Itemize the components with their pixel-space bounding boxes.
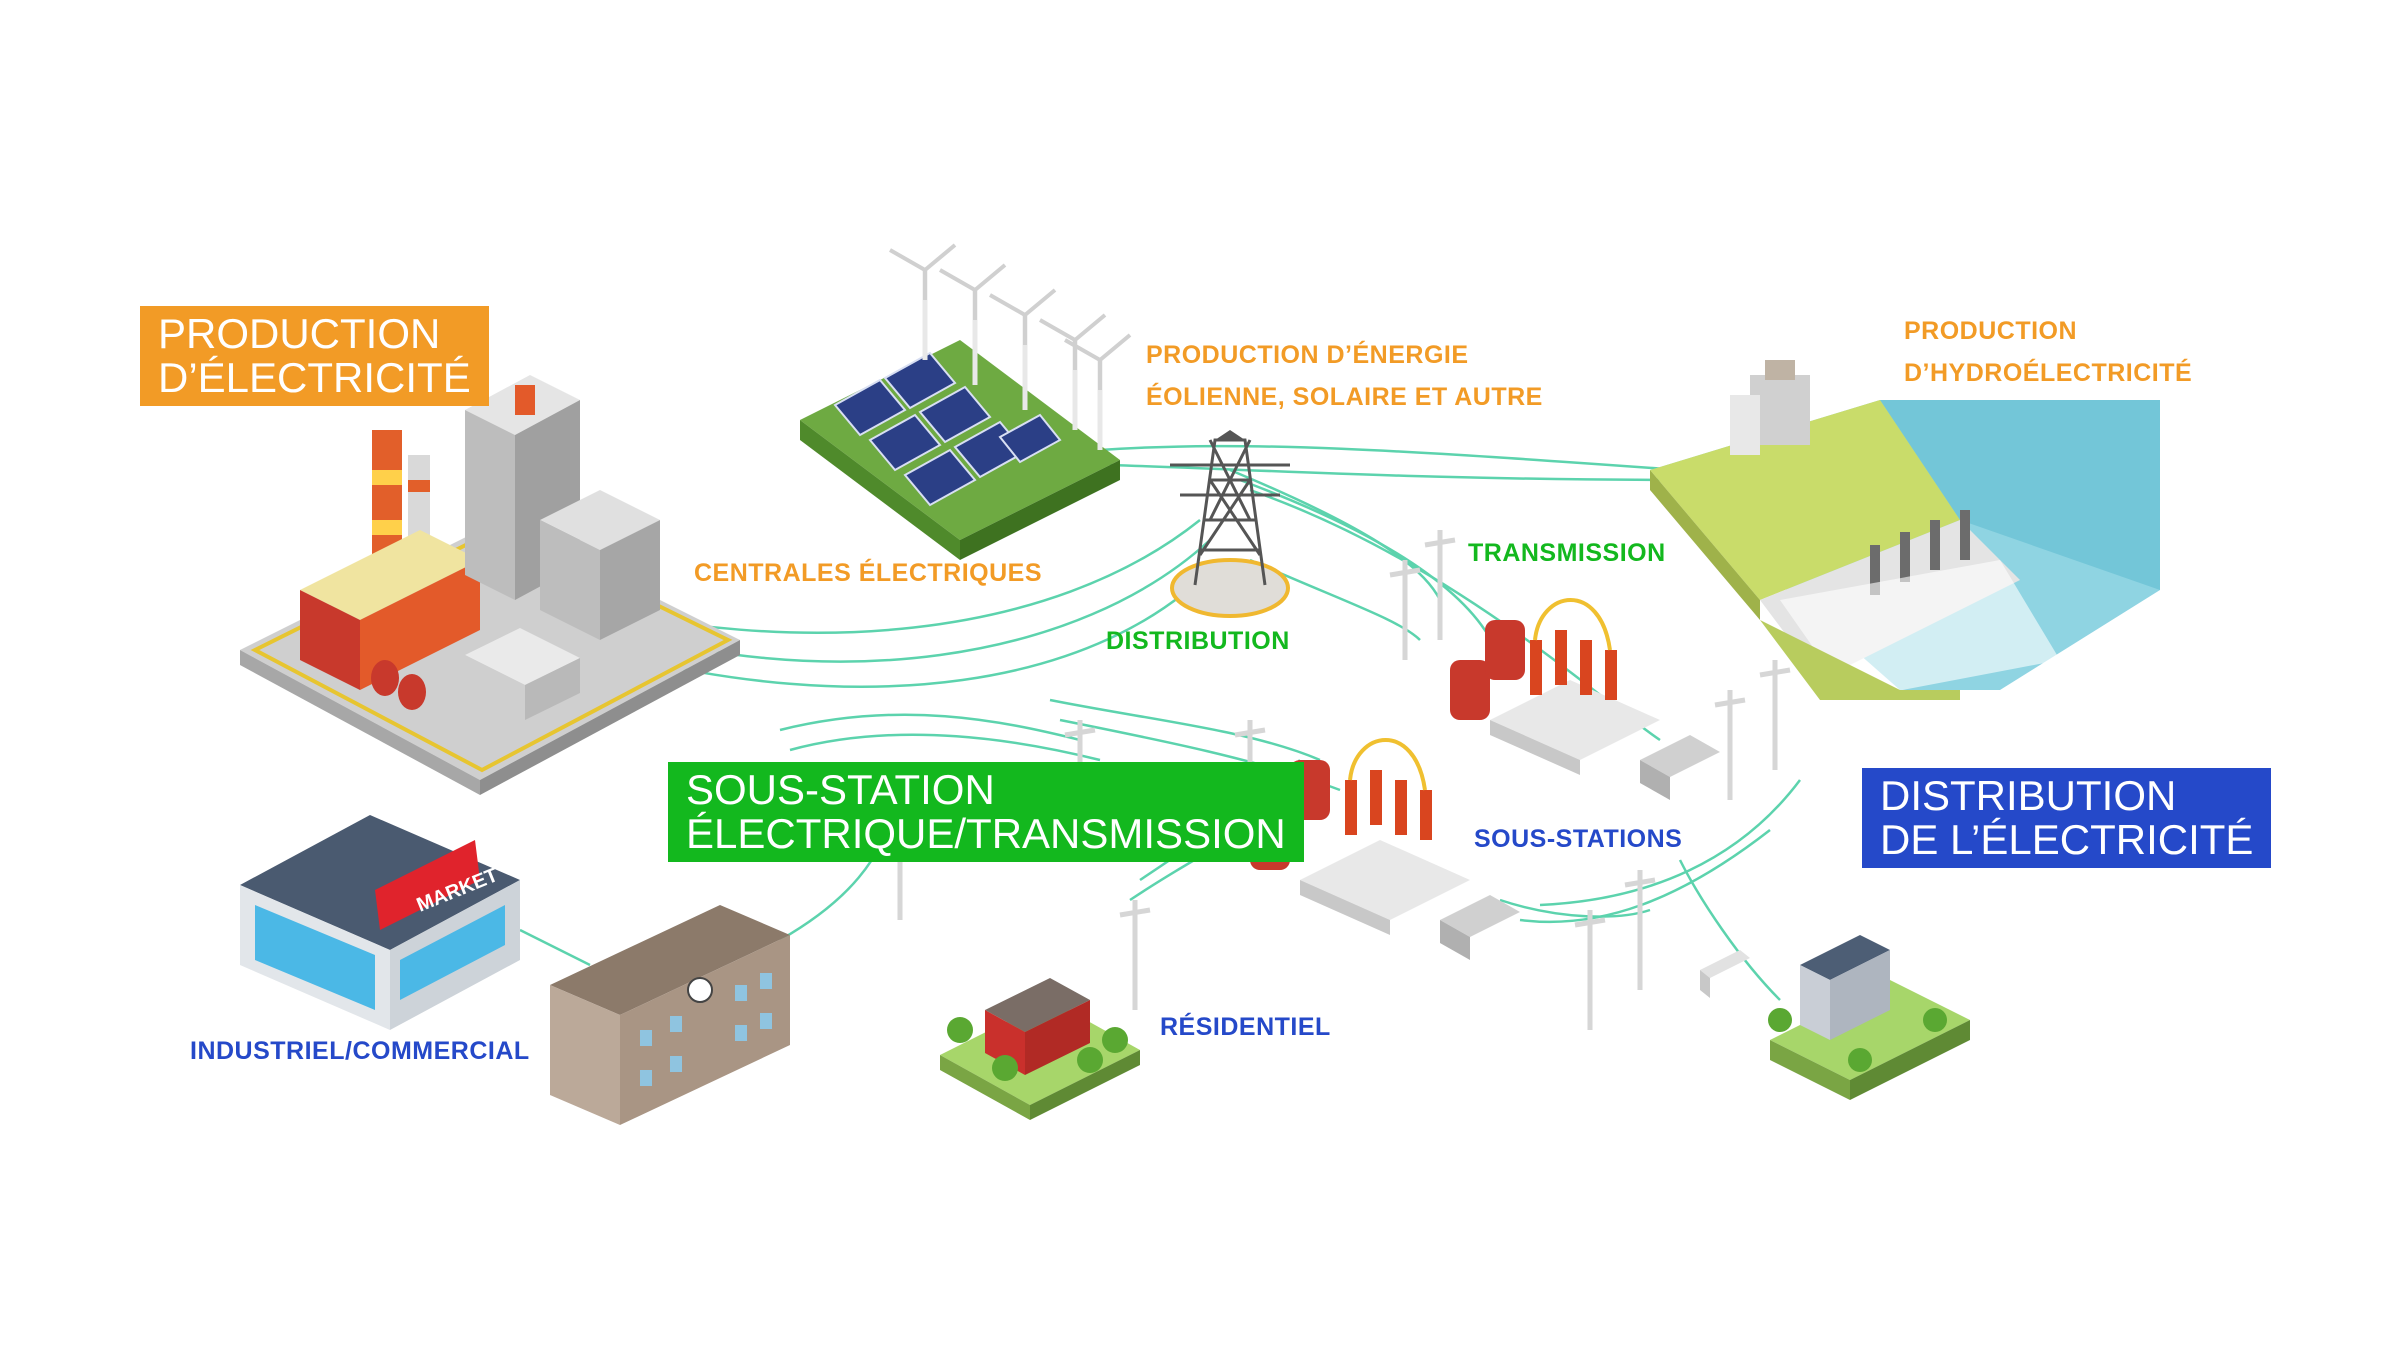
hydro-label-line-2: D’HYDROÉLECTRICITÉ [1904,359,2193,387]
plants-label: CENTRALES ÉLECTRIQUES [694,559,1043,587]
renewable-label: PRODUCTION D’ÉNERGIE ÉOLIENNE, SOLAIRE E… [1146,334,1543,418]
distribution-box: DISTRIBUTION DE L’ÉLECTRICITÉ [1862,768,2272,868]
office-building [550,905,790,1125]
residential-house-right [1700,935,1970,1100]
renewable-label-line-2: ÉOLIENNE, SOLAIRE ET AUTRE [1146,383,1543,411]
transmission-tower [1170,430,1290,618]
substation-box-line-1: SOUS-STATION [686,766,995,813]
renewable-label-line-1: PRODUCTION D’ÉNERGIE [1146,341,1469,369]
substation-box-line-2: ÉLECTRIQUE/TRANSMISSION [686,810,1286,857]
market-building: MARKET [240,815,520,1030]
power-plant [240,375,740,795]
distribution-box-line-2: DE L’ÉLECTRICITÉ [1880,816,2254,863]
hydro-dam [1650,360,2160,700]
substation-box: SOUS-STATION ÉLECTRIQUE/TRANSMISSION [668,762,1304,862]
industrial-label: INDUSTRIEL/COMMERCIAL [190,1037,530,1065]
distribution-label: DISTRIBUTION [1106,627,1290,655]
hydro-label: PRODUCTION D’HYDROÉLECTRICITÉ [1904,310,2192,394]
renewable-farm [800,243,1132,560]
distribution-box-line-1: DISTRIBUTION [1880,772,2177,819]
substations-label: SOUS-STATIONS [1474,825,1683,853]
transmission-label: TRANSMISSION [1468,539,1666,567]
residential-label: RÉSIDENTIEL [1160,1013,1331,1041]
production-box: PRODUCTION D’ÉLECTRICITÉ [140,306,489,406]
residential-house [940,978,1140,1120]
production-box-line-2: D’ÉLECTRICITÉ [158,354,471,401]
upper-substation [1450,598,1720,800]
production-box-line-1: PRODUCTION [158,310,441,357]
hydro-label-line-1: PRODUCTION [1904,317,2078,345]
